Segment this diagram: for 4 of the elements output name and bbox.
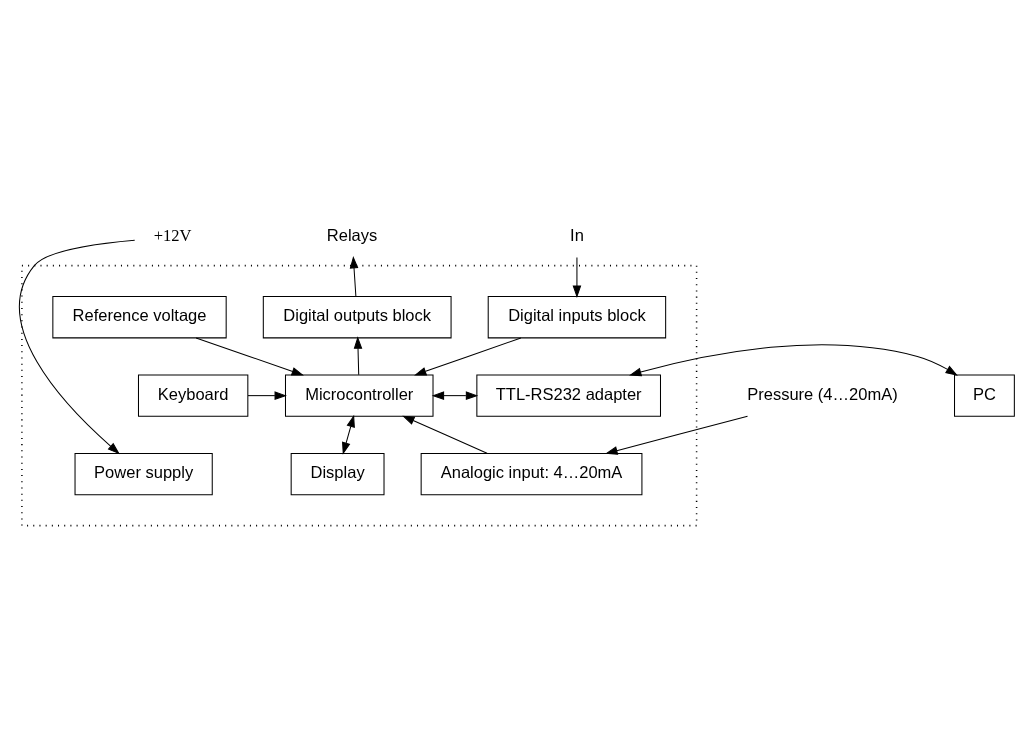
- node-text: Pressure (4…20mA): [747, 384, 898, 403]
- node-text: Relays: [326, 225, 378, 244]
- node-text: In: [570, 225, 584, 244]
- node-text: +12V: [153, 225, 192, 245]
